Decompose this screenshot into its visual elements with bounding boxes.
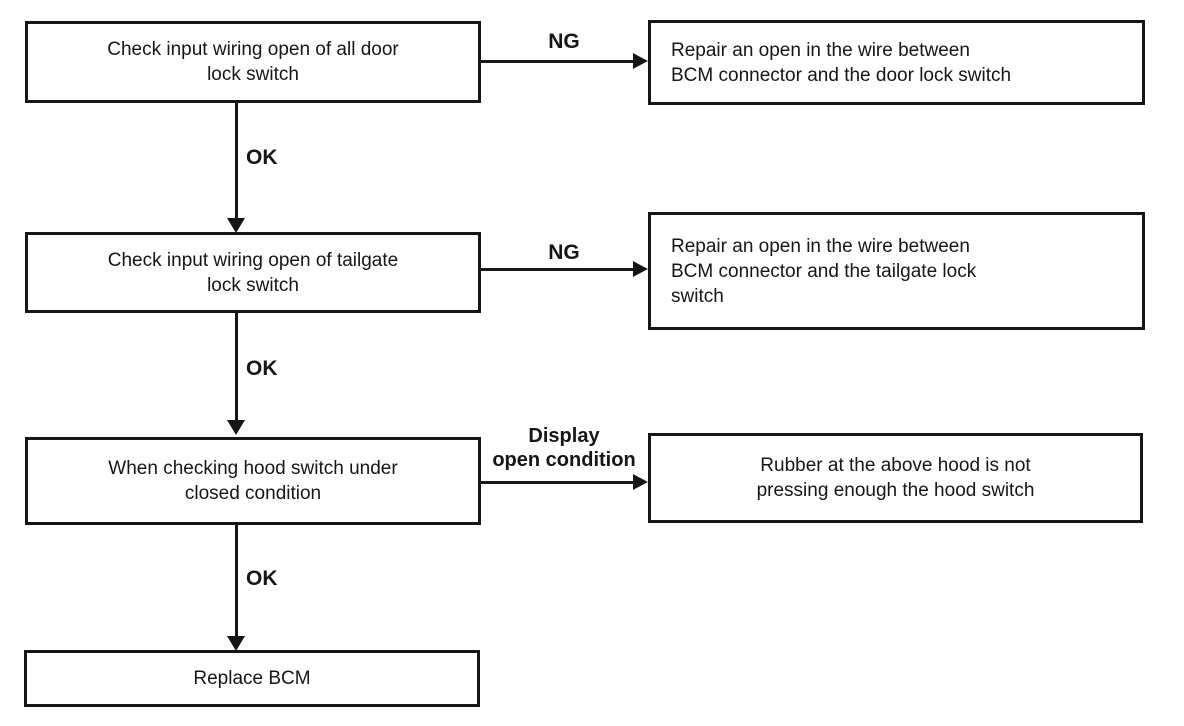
result-box-repair-door-lock-wire: Repair an open in the wire between BCM c…: [648, 20, 1145, 105]
step-box-replace-bcm: Replace BCM: [24, 650, 480, 707]
step-box-check-door-lock-switch: Check input wiring open of all door lock…: [25, 21, 481, 103]
arrow-right-icon: [633, 53, 648, 69]
ok-label-3: OK: [246, 567, 278, 590]
arrow-down-icon: [227, 420, 245, 435]
result-text: Rubber at the above hood is not pressing…: [756, 455, 1035, 501]
ok-label-1: OK: [246, 146, 278, 169]
step-box-check-hood-switch: When checking hood switch under closed c…: [25, 437, 481, 525]
connector-step3-result3-line: [481, 481, 634, 484]
arrow-right-icon: [633, 474, 648, 490]
connector-step3-step4-line: [235, 524, 238, 636]
ng-label-2: NG: [548, 241, 580, 264]
connector-step1-step2-line: [235, 102, 238, 220]
arrow-down-icon: [227, 636, 245, 651]
step-text: Check input wiring open of tailgate lock…: [107, 249, 399, 296]
step-text: When checking hood switch under closed c…: [108, 458, 398, 504]
step-text: Check input wiring open of all door lock…: [107, 39, 399, 85]
step-text: Replace BCM: [193, 668, 311, 689]
result-text: Repair an open in the wire between BCM c…: [671, 235, 977, 307]
display-open-condition-label: Display open condition: [492, 425, 636, 471]
connector-step1-result1-line: [481, 60, 634, 63]
connector-step2-step3-line: [235, 312, 238, 420]
result-box-hood-rubber: Rubber at the above hood is not pressing…: [648, 433, 1143, 523]
arrow-down-icon: [227, 218, 245, 233]
ok-label-2: OK: [246, 357, 278, 380]
connector-step2-result2-line: [481, 268, 634, 271]
ng-label-1: NG: [548, 30, 580, 53]
result-text: Repair an open in the wire between BCM c…: [671, 39, 1012, 86]
arrow-right-icon: [633, 261, 648, 277]
result-box-repair-tailgate-lock-wire: Repair an open in the wire between BCM c…: [648, 212, 1145, 330]
step-box-check-tailgate-lock-switch: Check input wiring open of tailgate lock…: [25, 232, 481, 313]
